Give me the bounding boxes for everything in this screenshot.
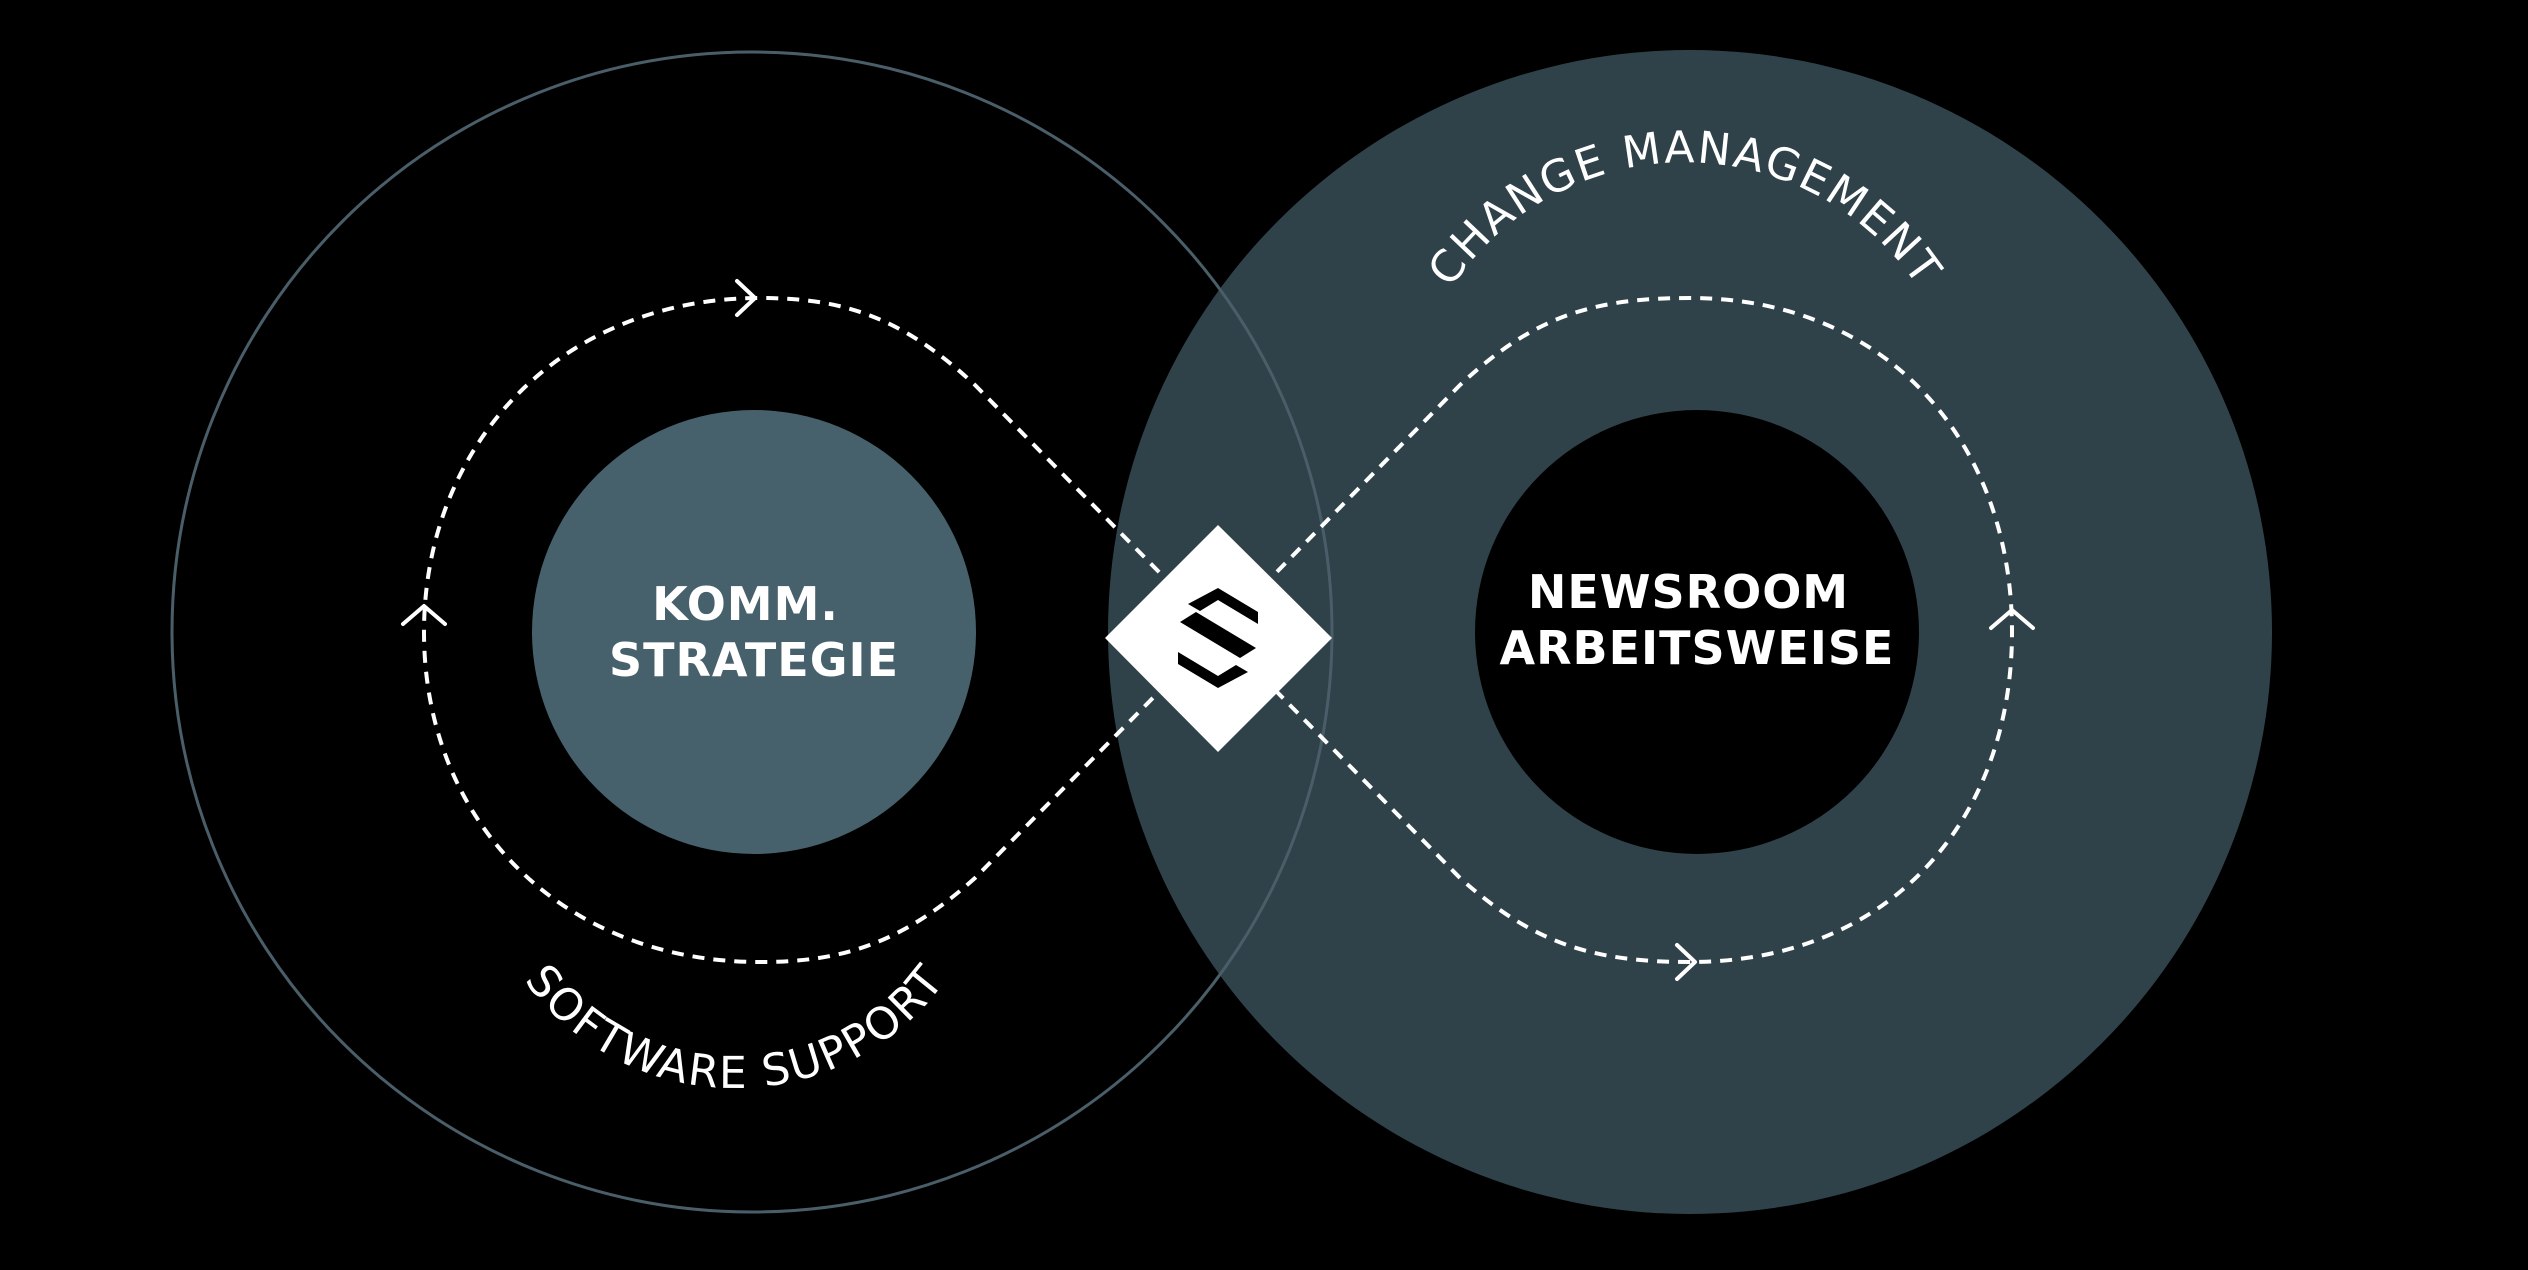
- logo-s-icon: [1178, 588, 1258, 688]
- left-outer-ring: [170, 50, 1334, 1214]
- right-inner-circle: [1475, 410, 1919, 854]
- center-badge: [1105, 525, 1332, 752]
- arrow-left-side-icon: [401, 604, 447, 626]
- right-circle-label: NEWSROOM ARBEITSWEISE: [1500, 565, 1895, 675]
- left-circle-label: KOMM. STRATEGIE: [609, 577, 899, 687]
- arrow-right-side-icon: [1989, 608, 2035, 630]
- arc-label-software-support: SOFTWARE SUPPORT: [515, 955, 954, 1099]
- left-inner-circle: [532, 410, 976, 854]
- arrow-top-left-icon: [735, 279, 757, 317]
- arrow-bottom-right-icon: [1675, 943, 1697, 981]
- infinity-loop-path: [421, 295, 2015, 965]
